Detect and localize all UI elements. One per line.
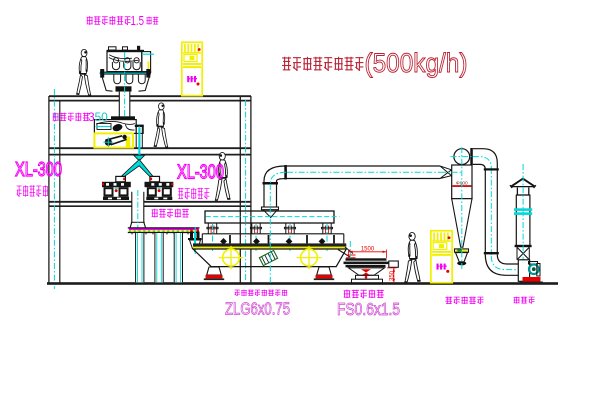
- svg-text:FS0.6x1.5: FS0.6x1.5: [337, 299, 400, 319]
- svg-text:1500: 1500: [361, 247, 375, 253]
- svg-text:1.5: 1.5: [131, 14, 145, 28]
- svg-text:XL-300: XL-300: [15, 159, 62, 181]
- svg-text:3: 3: [88, 110, 95, 124]
- svg-text:50: 50: [95, 110, 109, 124]
- svg-text:ZLG6x0.75: ZLG6x0.75: [225, 299, 290, 319]
- svg-text:(500kg/h): (500kg/h): [365, 48, 468, 78]
- svg-text:XL-300: XL-300: [177, 162, 224, 184]
- svg-text:350: 350: [390, 270, 396, 281]
